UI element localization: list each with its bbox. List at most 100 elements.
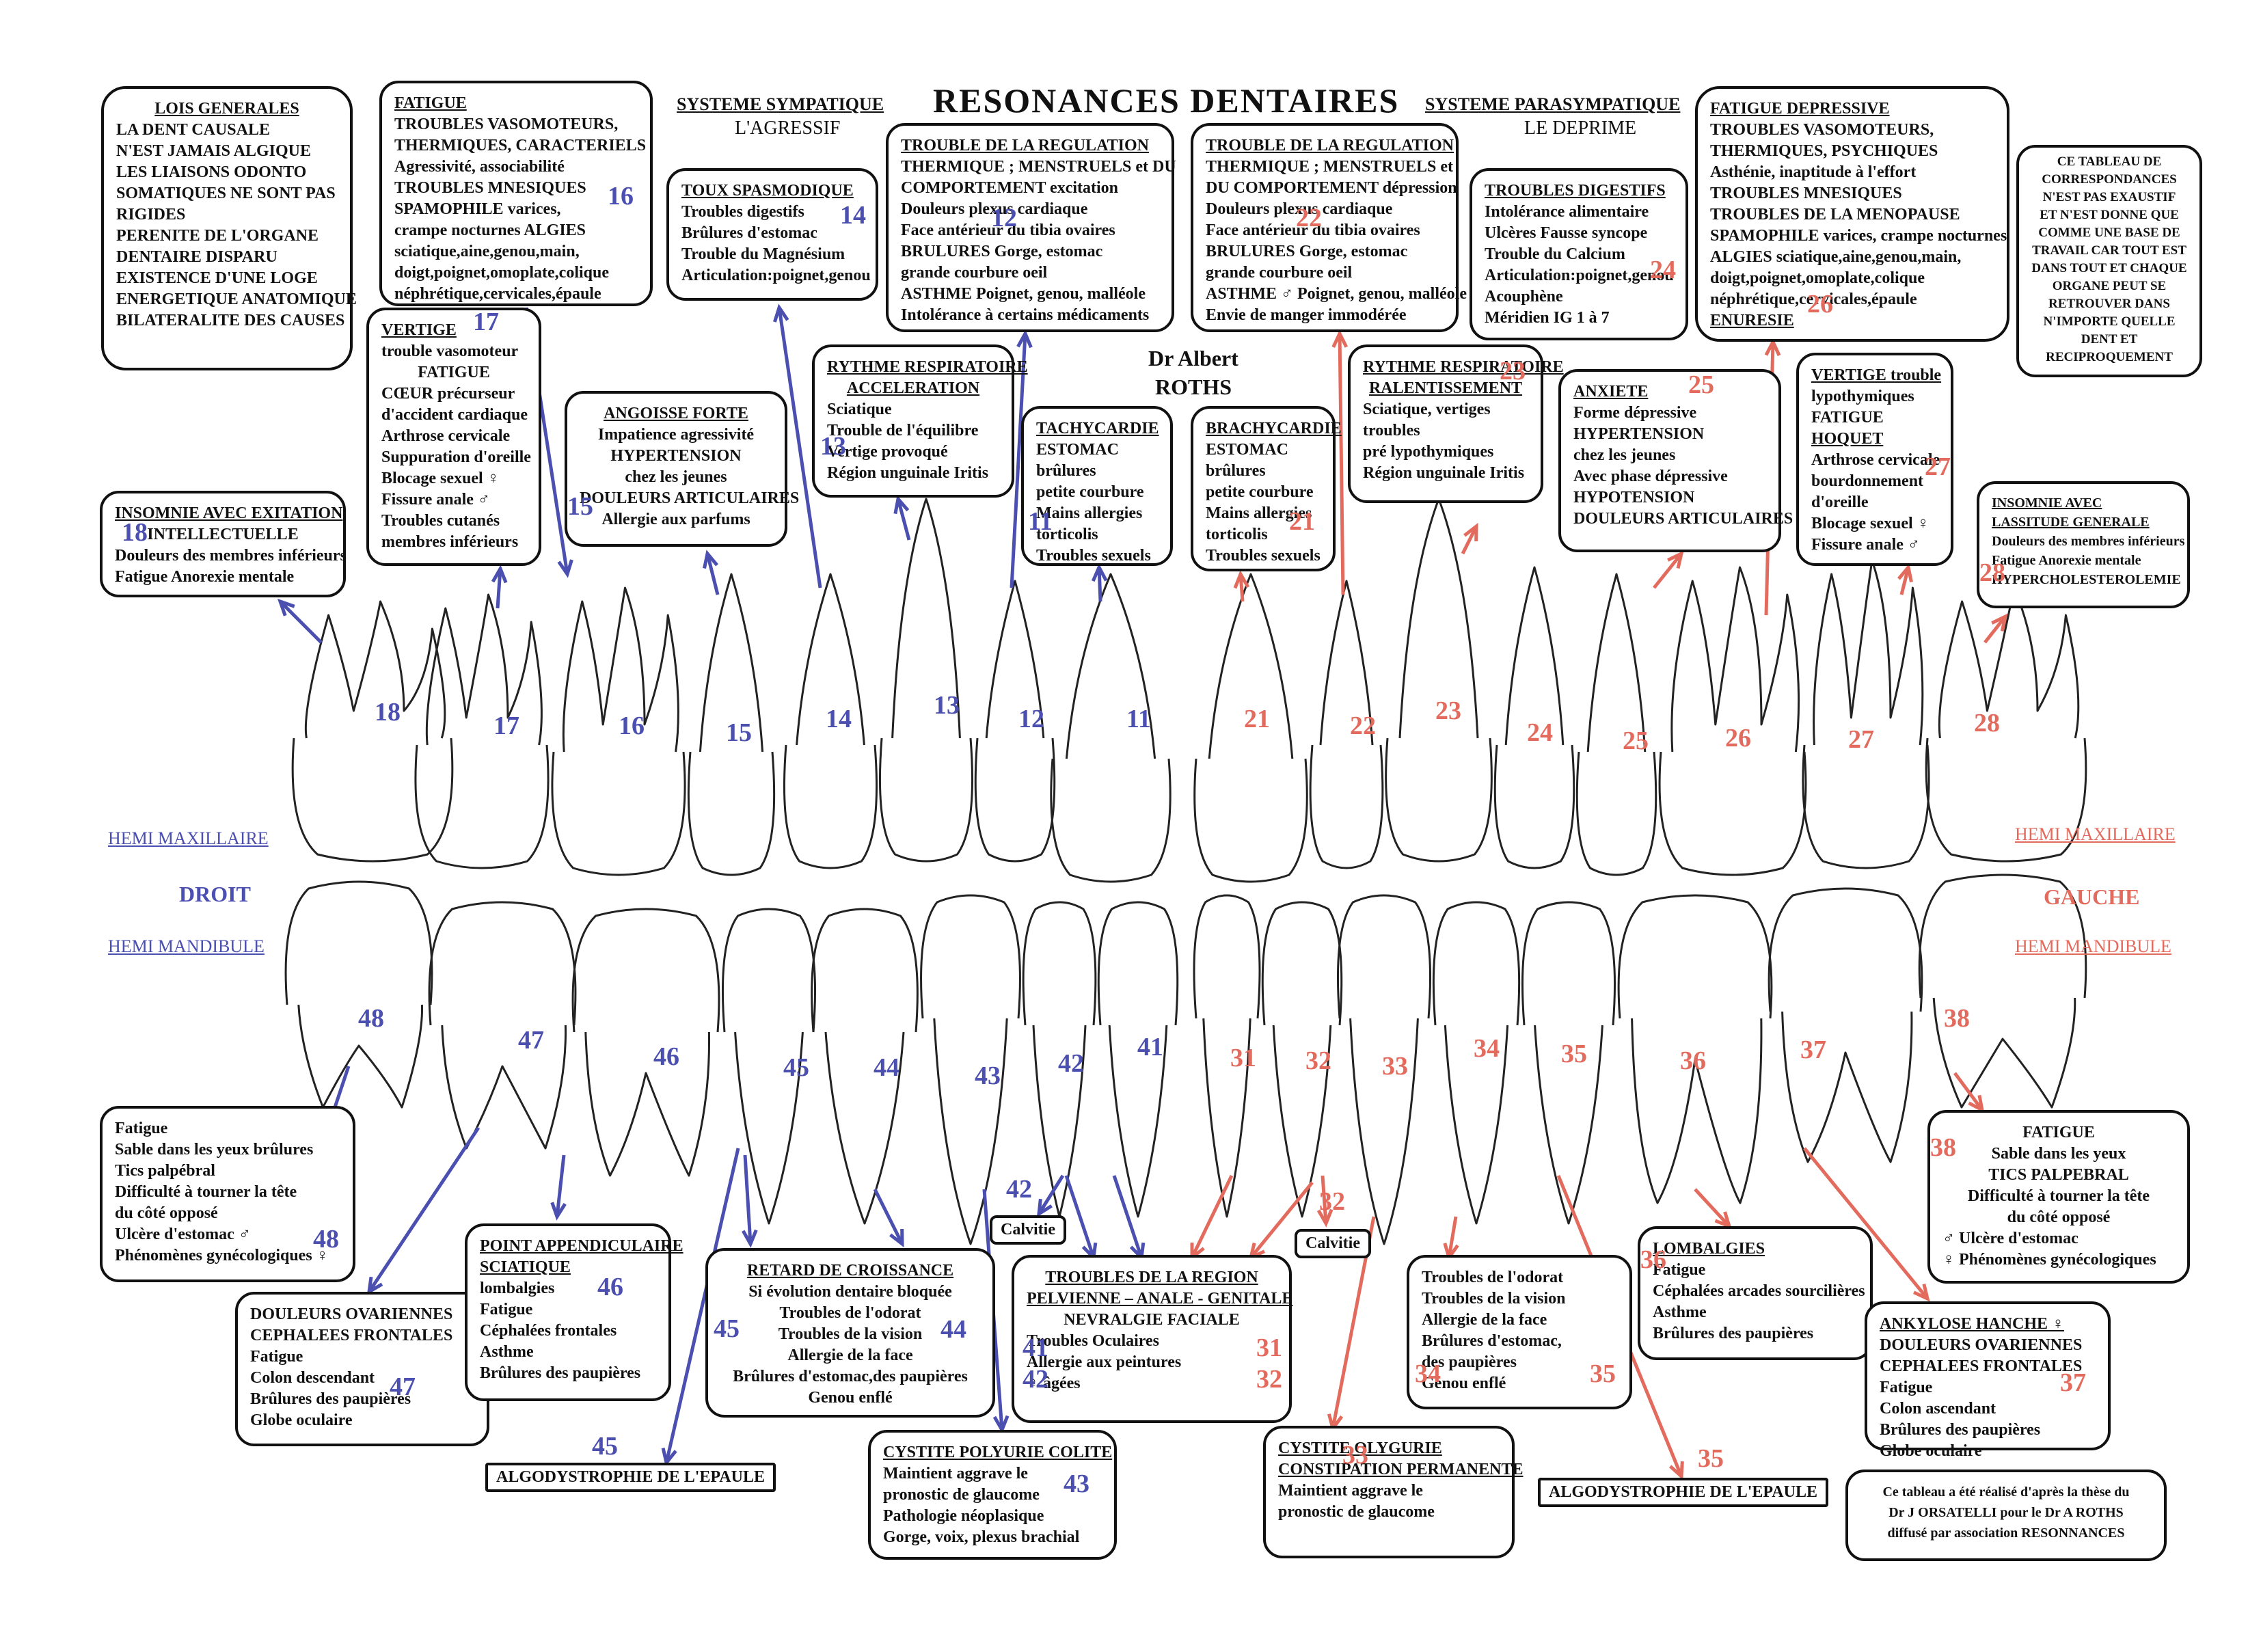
tooth-number-16: 16 [619,712,645,740]
box-lois-generales: LOIS GENERALES LA DENT CAUSALE N'EST JAMAI… [101,86,357,370]
num-32-calvitie: 32 [1319,1187,1345,1216]
tooth-number-21: 21 [1244,705,1270,733]
box-line: BRACHYCARDIE [1206,420,1342,437]
box-line: CORRESPONDANCES [2042,172,2177,187]
box-line: Impatience agressivité [597,426,755,444]
arrow-28 [1984,615,2007,644]
upper-tooth-crown-26 [1658,751,1807,876]
box-line: Difficulté à tourner la tête [1967,1187,2150,1205]
box-line: Brûlures des paupières [250,1390,411,1408]
tooth-number-42: 42 [1058,1049,1084,1078]
arrow-38 [1953,1072,1984,1111]
lower-tooth-root-33 [1349,1018,1419,1245]
arrow-44-head [742,1229,758,1248]
box-line: Intolérance à certains médicaments [901,306,1150,324]
box-line: Globe oculaire [250,1411,353,1429]
box-tooth-number: 21 [1289,507,1315,536]
box-line: Gorge, voix, plexus brachial [883,1528,1080,1546]
box-line: Difficulté à tourner la tête [115,1183,297,1201]
box-line: Phénomènes gynécologiques ♀ [115,1247,329,1264]
box-line: Asthme [480,1343,534,1361]
box-line: COMME UNE BASE DE [2038,226,2180,240]
arrow-41 [1112,1175,1143,1258]
tooth-number-23: 23 [1435,696,1461,725]
box-line: THERMIQUES, CARACTERIELS [394,137,647,154]
box-line: CONSTIPATION PERMANENTE [1278,1461,1524,1478]
box-line: ALGIES sciatique,aine,genou,main, [1710,248,1962,266]
arrow-37 [1803,1147,1929,1300]
box-line: Fatigue Anorexie mentale [1992,553,2141,568]
box-line: Troubles de la vision [1422,1290,1566,1308]
num-32-box: 32 [1256,1365,1282,1394]
upper-tooth-root-22 [1319,580,1374,746]
box-line: Asthme [1653,1303,1707,1321]
box-line: RALENTISSEMENT [1368,379,1523,397]
lower-tooth-crown-42 [1022,901,1097,1026]
upper-tooth-root-24 [1504,566,1565,746]
box-line: BILATERALITE DES CAUSES [116,312,345,329]
box-line: TROUBLES MNESIQUES [394,179,586,197]
upper-tooth-root-13 [891,498,961,739]
arrow-11-head [1091,563,1108,582]
upper-tooth-root-11 [1065,573,1156,759]
box-line: Asthénie, inaptitude à l'effort [1710,163,1917,181]
box-line: Troubles cutanés [381,512,500,530]
arrow-22-head [1331,329,1349,348]
box-line: SPAMOPHILE varices, [394,200,561,218]
box-line: HYPOTENSION [1573,489,1695,506]
box-line: N'EST JAMAIS ALGIQUE [116,142,311,160]
hemi-mandibule-left: HEMI MANDIBULE [2015,936,2171,956]
box-line: doigt,poignet,omoplate,colique [394,264,610,282]
box-line: Trouble de l'équilibre [827,422,979,439]
arrow-32b [1321,1175,1328,1224]
box-line: Intolérance alimentaire [1485,203,1649,221]
box-line: grande courbure oeil [901,264,1048,282]
box-line: Brûlures d'estomac, [1422,1332,1562,1350]
box-line: PERENITE DE L'ORGANE [116,227,319,245]
box-line: Allergie aux parfums [601,511,750,528]
arrow-13-head [893,495,910,515]
lower-tooth-crown-48 [284,880,433,1005]
upper-tooth-root-12 [985,580,1045,739]
box-line: Vertige provoqué [827,443,948,461]
box-line: bourdonnement [1811,472,1924,490]
box-line: ORGANE PEUT SE [2052,279,2167,293]
arrow-22 [1338,333,1345,595]
tooth-number-26: 26 [1725,724,1751,753]
upper-tooth-root-15 [699,573,764,753]
box-tooth-number: 22 [1296,204,1322,232]
arrow-46 [555,1154,566,1217]
upper-tooth-crown-16 [551,751,686,876]
box-line: Articulation:poignet,genou [681,267,871,284]
box-line: DOULEURS ARTICULAIRES [580,489,800,507]
box-line: LOIS GENERALES [154,100,299,118]
tooth-number-32: 32 [1305,1046,1331,1075]
box-line: N'EST PAS EXAUSTIF [2042,190,2176,204]
box-line: BRULURES Gorge, estomac [1206,243,1408,260]
box-line: Céphalées frontales [480,1322,617,1340]
num-35-algo: 35 [1698,1444,1724,1473]
box-line: troubles [1363,422,1420,439]
box-line: CYSTITE OLYGURIE [1278,1439,1442,1457]
box-line: ET N'EST DONNE QUE [2040,208,2179,222]
box-line: Troubles Oculaires [1027,1332,1160,1350]
box-tooth-number: 47 [390,1372,416,1401]
upper-tooth-roots-18 [304,600,446,739]
box-line: LA DENT CAUSALE [116,121,270,139]
box-line: Fatigue Anorexie mentale [115,568,295,586]
box-line: Sciatique [827,401,892,418]
box-line: d'oreille [1811,493,1869,511]
tooth-number-24: 24 [1527,718,1553,747]
arrow-21 [1238,573,1245,602]
num-42-box: 42 [1023,1365,1048,1394]
box-tooth-number: 18 [122,518,148,547]
box-line: brûlures [1206,462,1266,480]
box-line: EXISTENCE D'UNE LOGE [116,269,318,287]
